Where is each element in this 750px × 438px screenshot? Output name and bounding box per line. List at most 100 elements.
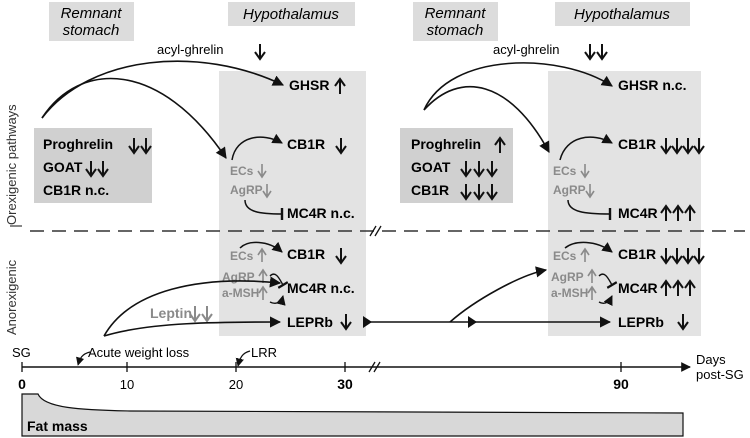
- a-msh-to-mc4r-arrow-1: [269, 295, 286, 306]
- lrr-pointer: [235, 350, 251, 367]
- ghsr-nc-label-2: GHSR n.c.: [618, 77, 686, 93]
- stomach-box-2: [400, 128, 513, 203]
- agrp-label-1: AgRP: [230, 183, 263, 197]
- agrp-inhibits-mc4r-line-1: [244, 199, 284, 221]
- tick-label-0: 0: [18, 376, 26, 392]
- leptin-to-mc4r-arrow: [103, 276, 282, 337]
- proghrelin-down-arrows-icon: [128, 138, 152, 155]
- svg-text:Remnant: Remnant: [425, 5, 487, 22]
- goat-label-2: GOAT: [411, 159, 451, 175]
- header-remnant-stomach-1: Remnant stomach: [49, 2, 134, 41]
- proghrelin-up-arrow-icon: [494, 136, 506, 153]
- agrp-down-arrow-icon-2: [585, 184, 595, 199]
- mc4r-anorex-triple-up-arrow-icon: [660, 279, 696, 296]
- tick-label-30: 30: [337, 376, 353, 392]
- cb1r-orex-quad-down-arrow-icon: [660, 138, 705, 155]
- agrp-down-arrow-icon: [262, 184, 272, 199]
- ecs-up-arrow-icon-2: [580, 247, 590, 262]
- ecs-label-anorex-1: ECs: [230, 249, 254, 263]
- agrp-inhibits-mc4r-line-2: [567, 199, 612, 221]
- agrp-label-2: AgRP: [553, 183, 586, 197]
- acyl-ghrelin-label-1: acyl-ghrelin: [157, 42, 223, 57]
- cb1r-orex-label-1: CB1R: [287, 136, 325, 152]
- stomach-box-1: [34, 128, 152, 203]
- cb1r-anorex-label-1: CB1R: [287, 246, 325, 262]
- svg-text:Hypothalamus: Hypothalamus: [243, 6, 339, 23]
- ecs-down-arrow-icon-2: [580, 164, 590, 179]
- acute-weight-loss-pointer: [76, 351, 91, 366]
- hypothalamus-panel-2: [548, 71, 701, 336]
- acyl-ghrelin-double-down-arrow-icon: [584, 44, 608, 61]
- ecs-up-arrow-icon: [257, 247, 267, 262]
- flow-arrow-head-2: [468, 316, 477, 328]
- separator-break-mark: [369, 225, 382, 237]
- fat-mass-area: [21, 393, 684, 437]
- mc4r-nc-label-1: MC4R n.c.: [287, 205, 355, 221]
- svg-text:Remnant: Remnant: [61, 5, 123, 22]
- ghrelin-to-ghsr-arrow-2: [423, 62, 613, 111]
- a-msh-to-mc4r-arrow-2: [598, 295, 613, 307]
- ghsr-up-arrow-icon: [334, 77, 346, 94]
- agrp-up-arrow-icon-2: [587, 268, 597, 283]
- goat-label-1: GOAT: [43, 159, 83, 175]
- cb1r-orex-label-2: CB1R: [618, 136, 656, 152]
- sg-label: SG: [12, 345, 31, 360]
- days-label: Days: [696, 352, 726, 367]
- leptin-label: Leptin: [150, 305, 192, 321]
- ecs-down-arrow-icon: [257, 164, 267, 179]
- flow-arrow-head-1: [363, 316, 372, 328]
- ecs-to-cb1r-arrow-1: [231, 133, 283, 161]
- acyl-ghrelin-label-2: acyl-ghrelin: [493, 42, 559, 57]
- acute-weight-loss-label: Acute weight loss: [88, 345, 190, 360]
- ecs-to-cb1r-anorex-arrow-1: [239, 241, 283, 253]
- tick-label-90: 90: [613, 376, 629, 392]
- fat-mass-label: Fat mass: [27, 418, 88, 434]
- svg-text:Hypothalamus: Hypothalamus: [574, 6, 670, 23]
- tick-label-10: 10: [120, 377, 134, 392]
- proghrelin-label-2: Proghrelin: [411, 136, 481, 152]
- cb1r-nc-label-1: CB1R n.c.: [43, 182, 109, 198]
- ghrelin-to-ecs-arrow-2: [423, 86, 550, 153]
- acyl-ghrelin-arrow-down-icon: [254, 44, 266, 61]
- timeline-ticks: [21, 362, 622, 372]
- side-label-anorexigenic: Anorexigenic: [4, 259, 19, 335]
- leptin-to-leprb-arrow: [103, 316, 282, 337]
- header-hypothalamus-2: Hypothalamus: [555, 2, 690, 26]
- a-msh-label-1: a-MSH: [222, 286, 259, 300]
- a-msh-up-arrow-icon-1: [258, 285, 268, 300]
- ecs-to-cb1r-anorex-arrow-2: [564, 241, 613, 253]
- ecs-label-1: ECs: [230, 164, 254, 178]
- leprb-label-1: LEPRb: [287, 314, 333, 330]
- header-remnant-stomach-2: Remnant stomach: [413, 2, 498, 41]
- mc4r-anorex-label-2: MC4R: [618, 280, 658, 296]
- post-sg-label: post-SG: [696, 367, 744, 382]
- agrp-to-mc4r-arrow-1: [269, 273, 289, 289]
- mc4r-orex-label-2: MC4R: [618, 205, 658, 221]
- a-msh-up-arrow-icon-2: [587, 285, 597, 300]
- ecs-label-2: ECs: [553, 164, 577, 178]
- cb1r-orex-down-arrow-icon: [335, 138, 347, 155]
- goat-triple-down-arrow-icon: [460, 161, 498, 178]
- leptin-down-arrows-icon: [189, 306, 213, 323]
- leprb-down-arrow-icon-1: [340, 314, 352, 331]
- mc4r-nc-anorex-label-1: MC4R n.c.: [287, 280, 355, 296]
- lrr-label: LRR: [251, 345, 277, 360]
- leprb-label-2: LEPRb: [618, 314, 664, 330]
- leprb-down-arrow-icon-2: [677, 314, 689, 331]
- mc4r-orex-triple-up-arrow-icon: [660, 204, 696, 221]
- ecs-label-anorex-2: ECs: [553, 249, 577, 263]
- cb1r-stomach-label-2: CB1R: [411, 182, 449, 198]
- svg-text:stomach: stomach: [427, 22, 484, 39]
- cb1r-anorex-down-arrow-icon: [335, 248, 347, 265]
- a-msh-label-2: a-MSH: [551, 286, 588, 300]
- cb1r-anorex-label-2: CB1R: [618, 246, 656, 262]
- side-label-orexigenic: Orexigenic pathways: [4, 104, 19, 225]
- agrp-to-mc4r-arrow-2: [598, 273, 618, 289]
- ecs-to-cb1r-arrow-2: [559, 133, 613, 161]
- cb1r-anorex-quad-down-arrow-icon: [660, 248, 705, 265]
- hypothalamus-panel-1: [219, 71, 366, 336]
- proghrelin-label-1: Proghrelin: [43, 136, 113, 152]
- tick-label-20: 20: [229, 377, 243, 392]
